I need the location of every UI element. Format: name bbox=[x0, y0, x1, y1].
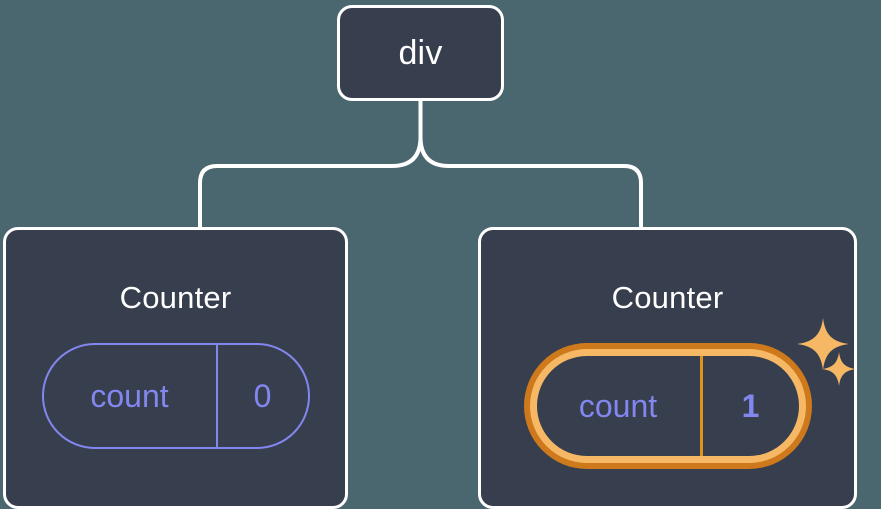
counter-title: Counter bbox=[119, 280, 232, 315]
state-value: 0 bbox=[215, 345, 308, 447]
connector-branch-left bbox=[198, 136, 423, 229]
sparkle-icon bbox=[797, 318, 849, 370]
node-div[interactable]: div bbox=[337, 5, 504, 101]
state-pill[interactable]: count 0 bbox=[41, 343, 310, 449]
state-key: count bbox=[578, 388, 658, 424]
diagram-canvas: div Counter count 0 Counter count 1 bbox=[3, 5, 857, 509]
connector-lines bbox=[198, 101, 643, 229]
node-counter-right[interactable]: Counter count 1 bbox=[478, 227, 857, 509]
state-key: count bbox=[90, 378, 169, 414]
node-div-label: div bbox=[398, 34, 443, 72]
state-pill-content: count 1 bbox=[536, 356, 799, 456]
node-counter-left[interactable]: Counter count 0 bbox=[3, 227, 348, 509]
state-pill-wrapper: count 0 bbox=[41, 343, 310, 449]
highlight-ring-inner: count 1 bbox=[529, 349, 806, 463]
sparkle-icon bbox=[822, 352, 856, 386]
state-pill-wrapper-highlighted: count 1 bbox=[523, 343, 812, 469]
state-pill-highlighted[interactable]: count 1 bbox=[523, 343, 812, 469]
counter-title: Counter bbox=[611, 280, 724, 315]
state-value: 1 bbox=[699, 356, 799, 456]
connector-branch-right bbox=[418, 136, 643, 229]
